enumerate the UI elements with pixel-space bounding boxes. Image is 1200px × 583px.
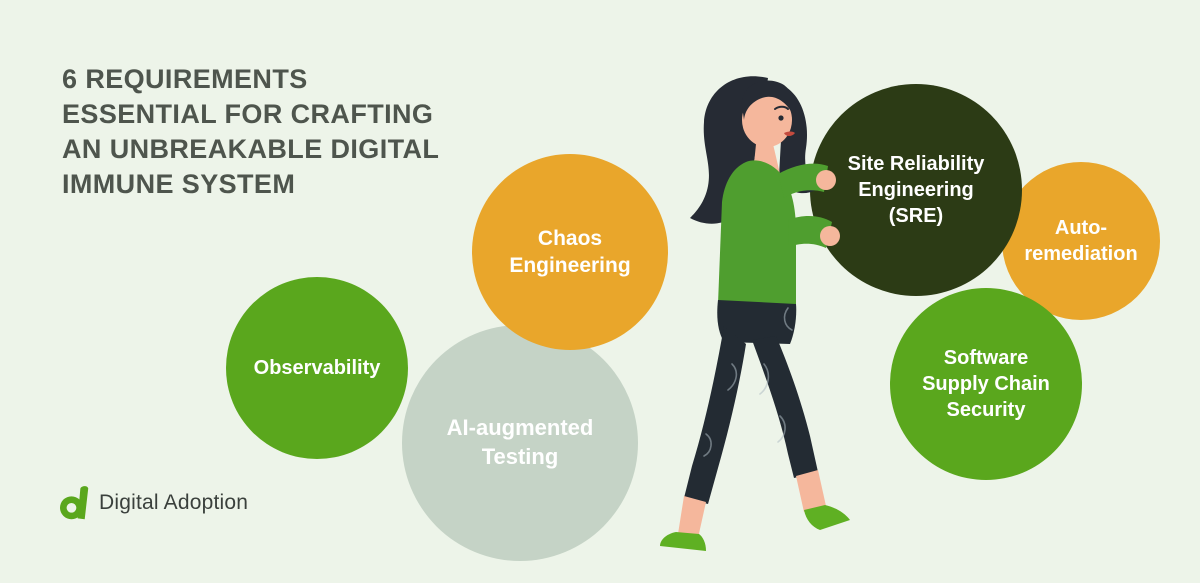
circle-observability: Observability — [226, 277, 408, 459]
circle-label: Observability — [253, 357, 381, 379]
circle-software-supply-chain-security: Software Supply Chain Security — [890, 288, 1082, 480]
logo-text: Digital Adoption — [99, 490, 249, 514]
title-line: IMMUNE SYSTEM — [62, 169, 296, 199]
circle-site-reliability-engineering: Site Reliability Engineering (SRE) — [810, 84, 1022, 296]
digital-adoption-logo: Digital Adoption — [60, 484, 248, 521]
circle-chaos-engineering: Chaos Engineering — [472, 154, 668, 350]
circle-ai-augmented-testing: AI-augmented Testing — [402, 325, 638, 561]
circle-label: Software Supply Chain Security — [922, 347, 1050, 421]
page-title: 6 REQUIREMENTS ESSENTIAL FOR CRAFTING AN… — [62, 62, 439, 202]
digital-adoption-logo-icon — [60, 486, 89, 520]
woman-illustration — [660, 76, 850, 551]
circle-auto-remediation: Auto-remediation — [1002, 162, 1160, 320]
circle-label: Site Reliability Engineering (SRE) — [847, 153, 985, 227]
circle-label: AI-augmented Testing — [446, 415, 594, 469]
title-line: 6 REQUIREMENTS — [62, 64, 308, 94]
circle-label: Chaos Engineering — [509, 226, 631, 277]
title-line: ESSENTIAL FOR CRAFTING — [62, 99, 434, 129]
circle-label: Auto-remediation — [1024, 217, 1138, 265]
title-line: AN UNBREAKABLE DIGITAL — [62, 134, 440, 164]
